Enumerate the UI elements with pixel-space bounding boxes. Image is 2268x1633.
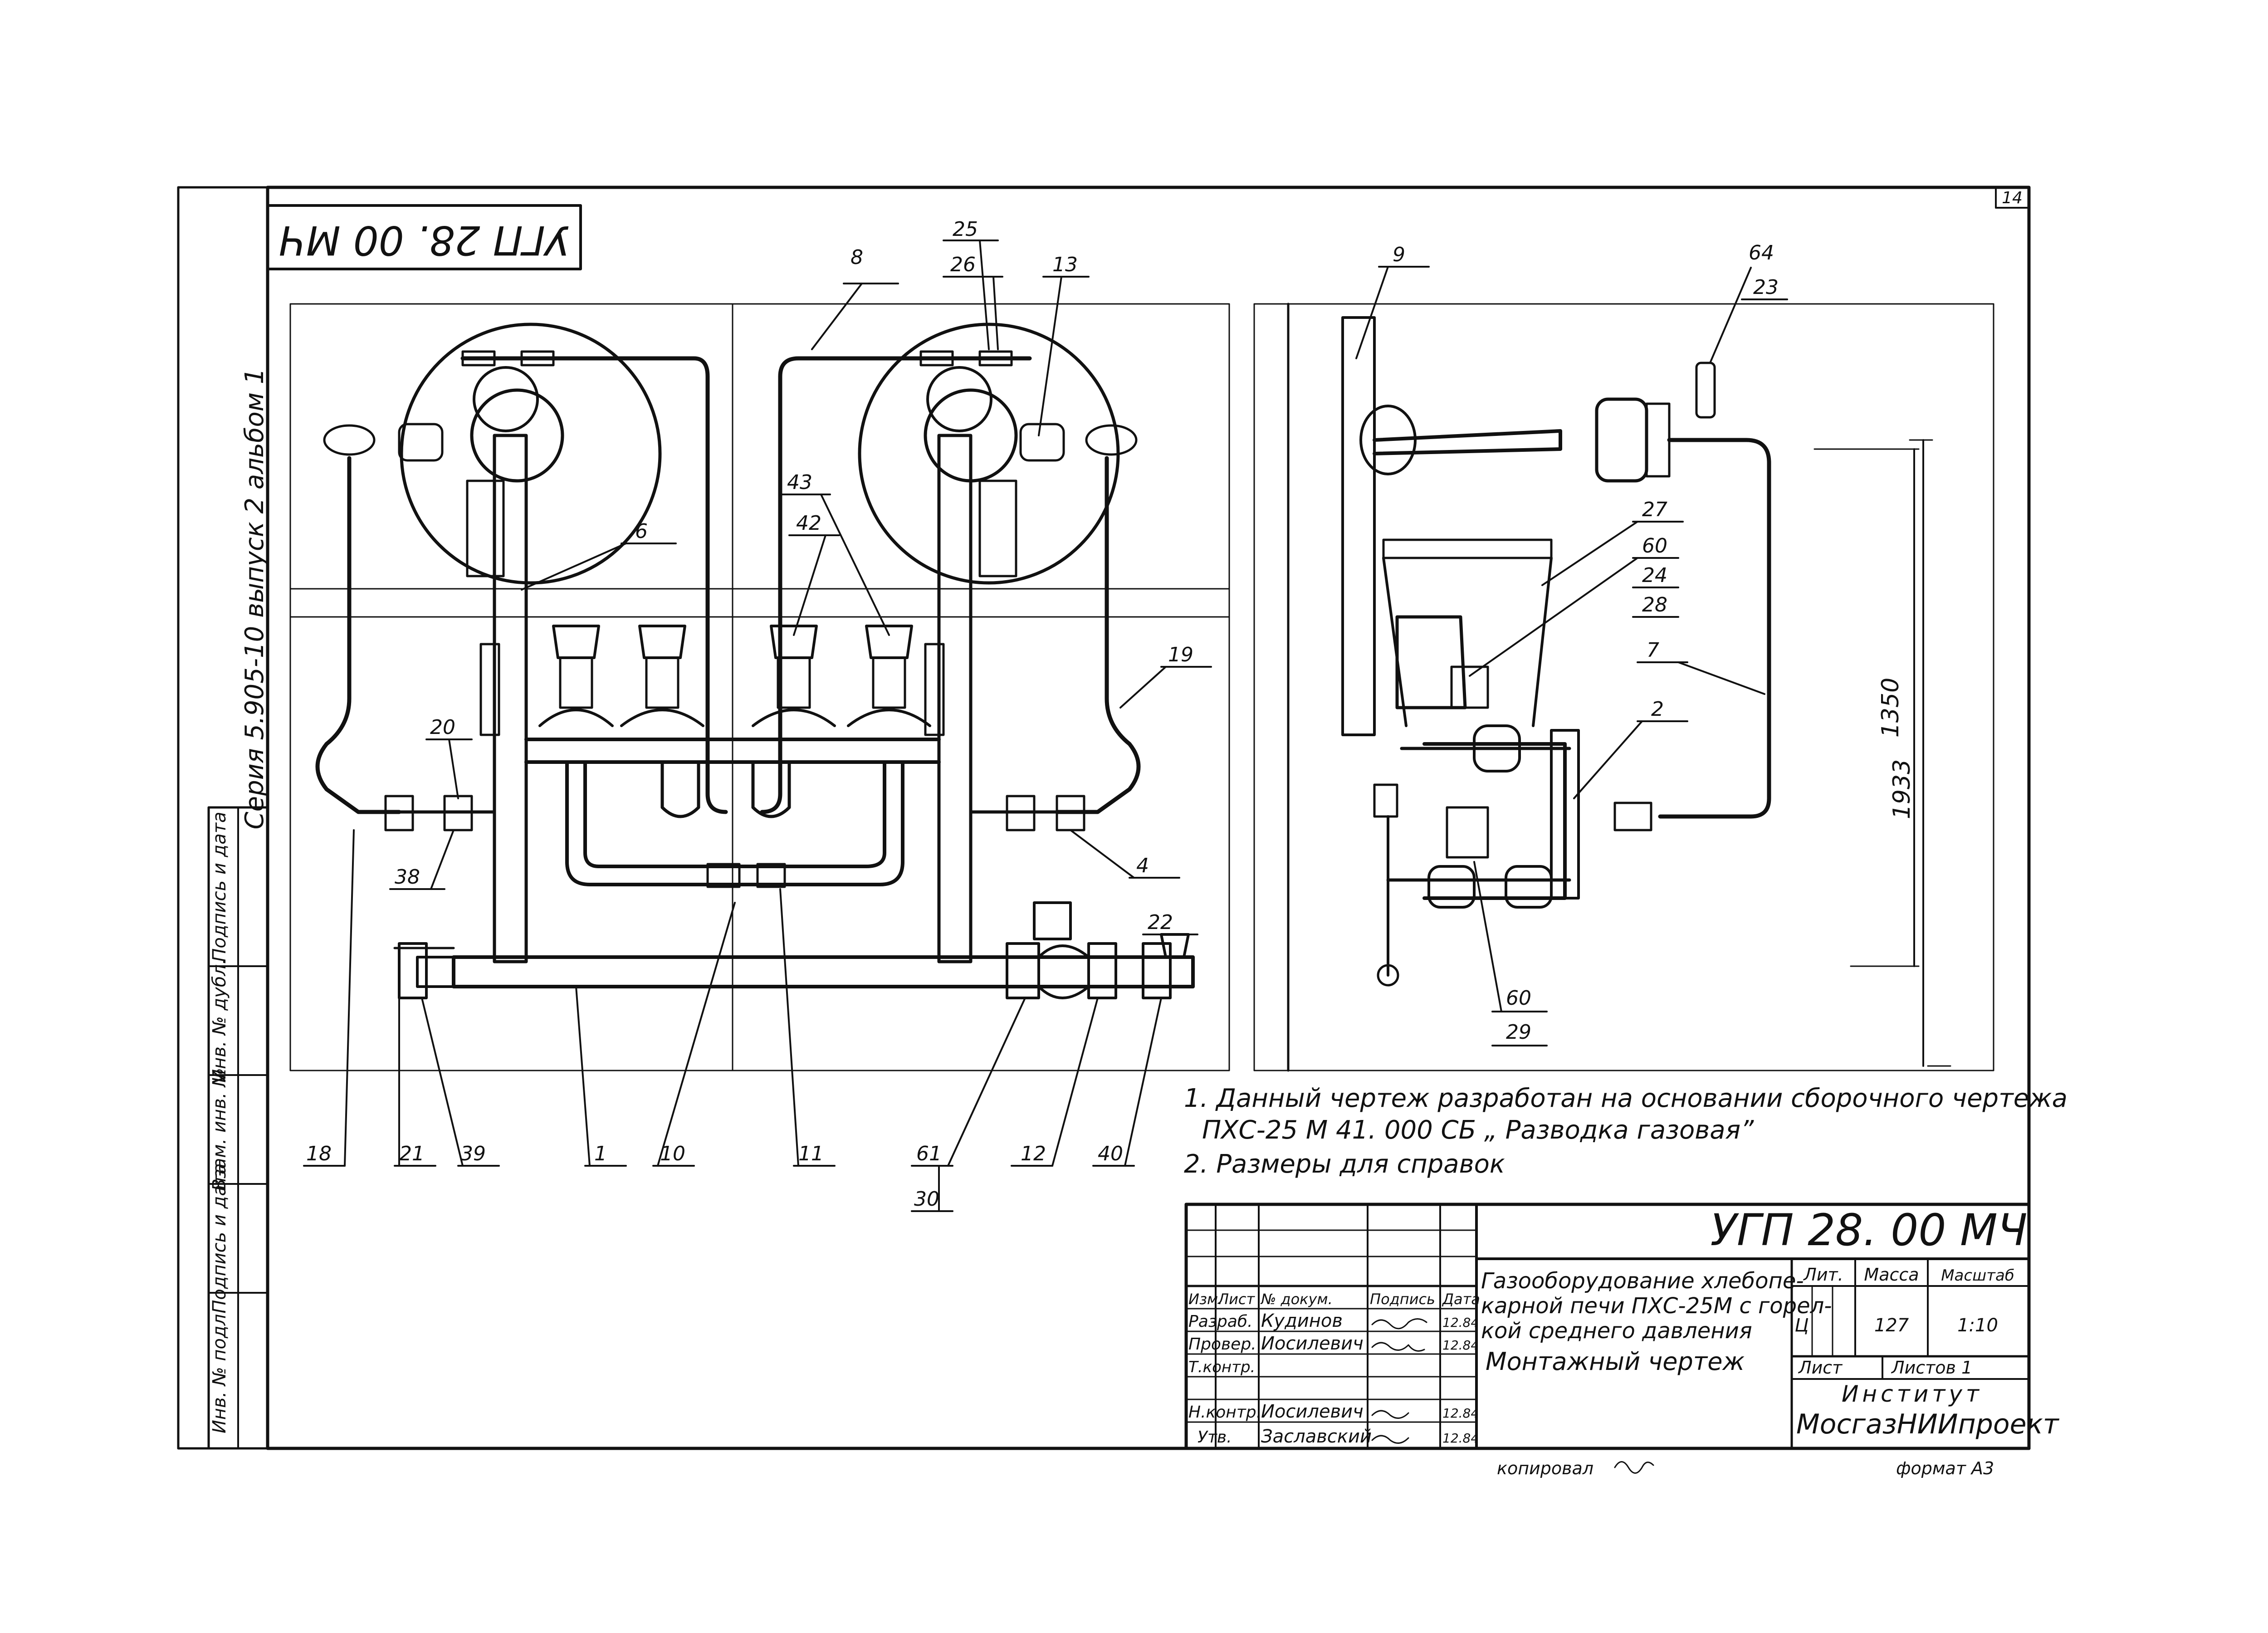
signer-date-1: 12.84	[1442, 1315, 1479, 1330]
signer-role-3: Т.контр.	[1188, 1358, 1255, 1376]
rotated-code-box: УГП 28. 00 МЧ	[266, 204, 582, 270]
callout-42: 42	[796, 512, 821, 535]
scale-label: Масштаб	[1941, 1266, 2014, 1285]
callout-28: 28	[1642, 593, 1667, 616]
callout-9: 9	[1393, 243, 1405, 266]
title-line-3: кой среднего давления	[1481, 1318, 1752, 1344]
callout-12: 12	[1021, 1142, 1046, 1165]
callout-18: 18	[306, 1142, 332, 1165]
header-dokum: № докум.	[1260, 1291, 1333, 1308]
signer-date-5: 12.84	[1442, 1431, 1479, 1446]
stamp-vzam-inv: Взам. инв. №	[209, 1068, 230, 1191]
signer-name-4: Иосилевич	[1261, 1401, 1364, 1422]
valve-group	[524, 625, 941, 818]
stamp-inv-podl: Инв. № подл.	[209, 1308, 230, 1433]
designation: УГП 28. 00 МЧ	[1710, 1205, 2027, 1256]
signer-name-2: Иосилевич	[1261, 1333, 1364, 1354]
note-1: 1. Данный чертеж разработан на основании…	[1184, 1084, 2068, 1113]
signer-name-1: Кудинов	[1261, 1310, 1343, 1331]
title-block: УГП 28. 00 МЧ Лит. Масса Масштаб Ц 127 1…	[1184, 1203, 2060, 1450]
page-number: 14	[2002, 189, 2023, 207]
header-izm: Изм.	[1188, 1291, 1222, 1308]
callout-38: 38	[395, 865, 420, 889]
callouts-front: 8 25 26 13 6 43 42 19 20 38 4 22	[303, 218, 1212, 1212]
scale-value: 1:10	[1957, 1315, 1998, 1336]
callout-60b: 60	[1506, 987, 1531, 1010]
burner-left	[323, 323, 662, 585]
callout-23: 23	[1753, 276, 1779, 299]
lit-label: Лит.	[1803, 1265, 1843, 1285]
callout-19: 19	[1168, 643, 1193, 666]
callout-8: 8	[850, 246, 863, 269]
sheets-label: Листов 1	[1891, 1358, 1972, 1378]
mass-value: 127	[1874, 1315, 1909, 1336]
dimension-1933: 1933	[1888, 759, 1916, 819]
callout-25: 25	[953, 218, 978, 241]
callouts-side: 9 64 23 27 60 24 28 7 2 60 29	[1355, 241, 1788, 1046]
signer-role-2: Провер.	[1188, 1335, 1256, 1354]
callout-29: 29	[1506, 1021, 1531, 1044]
sheet-label: Лист	[1798, 1358, 1843, 1378]
title-line-1: Газооборудование хлебопе-	[1481, 1268, 1804, 1294]
burner-right	[858, 323, 1138, 585]
note-2: 2. Размеры для справок	[1184, 1149, 1505, 1179]
dimension-1350: 1350	[1877, 678, 1904, 738]
callout-64: 64	[1749, 241, 1774, 264]
callout-60: 60	[1642, 534, 1667, 557]
side-stamp: Инв. № подл. Подпись и дата Взам. инв. №…	[207, 806, 269, 1450]
signer-role-5: Утв.	[1198, 1428, 1232, 1447]
callout-61: 61	[916, 1142, 942, 1165]
signer-name-5: Заславский	[1261, 1426, 1372, 1447]
organization: МосгазНИИпроект	[1796, 1408, 2060, 1440]
format-label: формат А3	[1896, 1458, 1994, 1478]
header-signature: Подпись	[1370, 1291, 1435, 1308]
callout-30: 30	[914, 1188, 939, 1211]
callout-11: 11	[798, 1142, 824, 1165]
callout-43: 43	[787, 471, 812, 494]
copied-by: копировал	[1497, 1458, 1593, 1478]
series-text: Серия 5.905-10 выпуск 2 альбом 1	[240, 368, 269, 830]
page-number-box: 14	[1995, 186, 2030, 209]
callout-26: 26	[950, 253, 976, 276]
callout-7: 7	[1647, 639, 1659, 662]
mass-label: Масса	[1864, 1265, 1919, 1285]
callout-20: 20	[430, 716, 455, 739]
callout-40: 40	[1098, 1142, 1123, 1165]
signer-date-4: 12.84	[1442, 1406, 1479, 1421]
stamp-inv-dubl: Инв. № дубл.	[209, 958, 230, 1083]
callout-21: 21	[399, 1142, 425, 1165]
header-date: Дата	[1442, 1291, 1480, 1308]
stamp-signature-date-1: Подпись и дата	[209, 1163, 230, 1313]
callout-27: 27	[1642, 498, 1667, 521]
callout-13: 13	[1052, 253, 1078, 276]
copier-signature	[1614, 1461, 1654, 1474]
signer-role-4: Н.контр.	[1188, 1403, 1261, 1422]
stamp-signature-date-2: Подпись и дата	[209, 812, 230, 962]
notes: 1. Данный чертеж разработан на основании…	[1184, 1084, 2068, 1179]
side-view: 1350 1933	[1253, 303, 1994, 1072]
signer-role-1: Разраб.	[1188, 1312, 1252, 1331]
callout-1: 1	[594, 1142, 607, 1165]
callout-6: 6	[635, 520, 648, 543]
title-line-2: карной печи ПХС-25М с горел-	[1481, 1293, 1832, 1319]
callout-39: 39	[460, 1142, 486, 1165]
organization-label: Институт	[1842, 1381, 1983, 1407]
note-1-cont: ПХС-25 М 41. 000 СБ „ Разводка газовая”	[1202, 1115, 1754, 1145]
signer-date-2: 12.84	[1442, 1338, 1479, 1353]
callout-4: 4	[1136, 854, 1149, 877]
header-list: Лист	[1217, 1291, 1255, 1308]
callout-22: 22	[1148, 911, 1173, 934]
callout-2: 2	[1651, 698, 1664, 721]
callout-24: 24	[1642, 564, 1667, 587]
front-view	[289, 303, 1230, 1071]
lit-value: Ц	[1794, 1315, 1809, 1336]
rotated-code: УГП 28. 00 МЧ	[279, 217, 570, 264]
drawing-type: Монтажный чертеж	[1486, 1347, 1745, 1376]
